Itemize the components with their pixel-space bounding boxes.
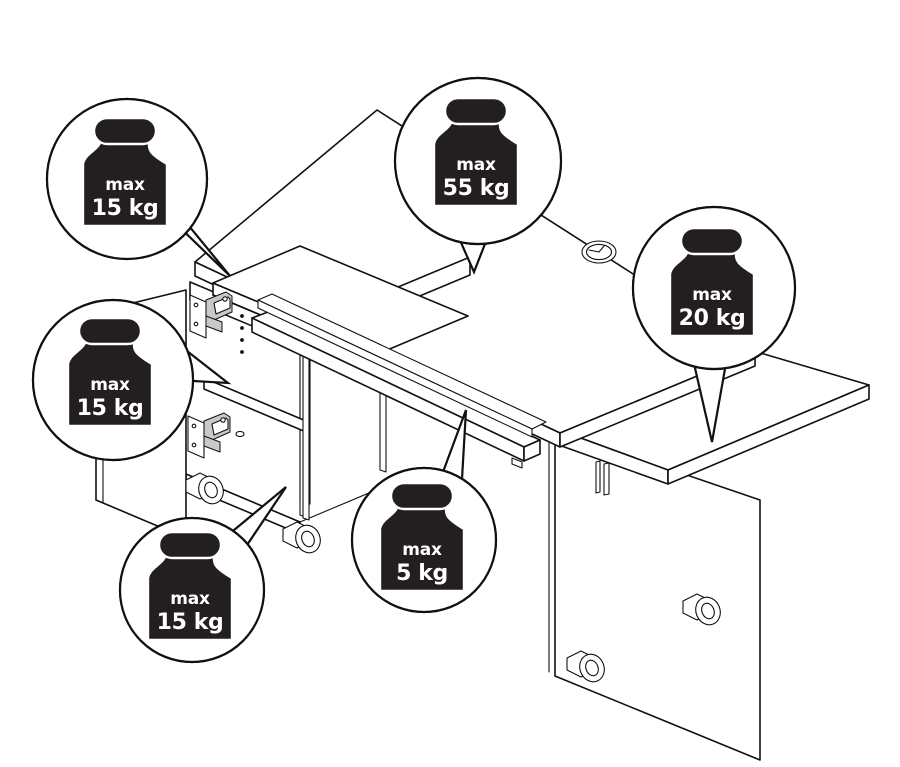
- keyboard-tray: [251, 293, 547, 469]
- weight-icon-handle-inner: [87, 324, 133, 338]
- weight-icon-value-label: 5 kg: [396, 561, 448, 586]
- shelf-pin-holes: [235, 314, 245, 438]
- weight-icon-body: [668, 246, 756, 338]
- weight-icon-value-label: 15 kg: [92, 196, 159, 221]
- weight-icon-handle-inner: [399, 489, 445, 503]
- weight-icon-max-label: max: [402, 540, 442, 560]
- weight-icon-body: [81, 136, 169, 228]
- caster-right-front: [566, 650, 605, 683]
- hinge-upper: [189, 291, 233, 339]
- weight-icon-handle-inner: [453, 104, 499, 118]
- weight-icon-handle-inner: [102, 124, 148, 138]
- weight-icon-max-label: max: [692, 285, 732, 305]
- weight-icon-handle-inner: [689, 234, 735, 248]
- weight-icon-value-label: 15 kg: [157, 610, 224, 635]
- weight-icon-max-label: max: [456, 155, 496, 175]
- weight-icon-handle-inner: [167, 538, 213, 552]
- cable-grommet: [581, 240, 617, 264]
- weight-icon-value-label: 55 kg: [443, 176, 510, 201]
- weight-icon-body: [146, 550, 234, 642]
- weight-icon-body: [66, 336, 154, 428]
- weight-icon-max-label: max: [90, 375, 130, 395]
- caster-mid: [282, 521, 321, 554]
- hinge-lower: [187, 412, 231, 459]
- weight-icon-value-label: 20 kg: [679, 306, 746, 331]
- weight-icon-max-label: max: [105, 175, 145, 195]
- caster-front-left: [185, 472, 224, 505]
- caster-right-rear: [682, 593, 721, 626]
- weight-icon-body: [378, 501, 466, 593]
- weight-icon-body: [432, 116, 520, 208]
- side-support-panel: [548, 427, 761, 761]
- weight-icon-value-label: 15 kg: [77, 396, 144, 421]
- weight-icon-max-label: max: [170, 589, 210, 609]
